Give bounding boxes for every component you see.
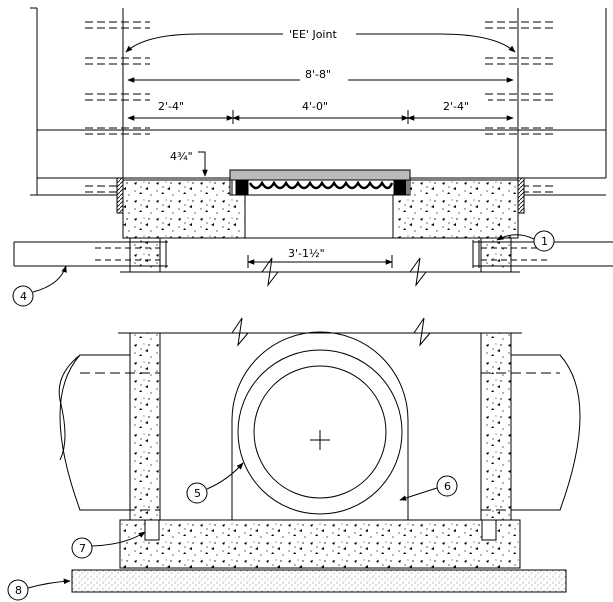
- opening-width-dim: 3'-1½": [288, 247, 325, 260]
- svg-text:1: 1: [541, 235, 548, 248]
- svg-text:6: 6: [444, 480, 451, 493]
- overall-width-dim: 8'-8": [305, 68, 331, 81]
- dimension-overall: 8'-8": [127, 68, 514, 84]
- dimension-string: 2'-4" 4'-0" 2'-4": [127, 98, 514, 124]
- ee-joint-label: 'EE' Joint: [289, 28, 337, 41]
- main-pipe-left: [58, 354, 160, 511]
- svg-text:4: 4: [20, 290, 27, 303]
- thickness-dim: 4¾": [170, 150, 193, 163]
- left-width-dim: 2'-4": [158, 100, 184, 113]
- callout-8: 8: [7, 578, 71, 601]
- middle-width-dim: 4'-0": [302, 100, 328, 113]
- lateral-pipe-left: [13, 240, 168, 268]
- bench-and-pipe: [231, 331, 409, 520]
- main-pipe-right: [481, 354, 581, 511]
- dimension-opening: 3'-1½": [247, 245, 393, 268]
- frame-and-grate: [229, 169, 411, 196]
- callout-7: 7: [71, 531, 146, 559]
- manhole-lower-walls: [118, 317, 522, 569]
- svg-text:8: 8: [15, 584, 22, 597]
- callout-5: 5: [186, 462, 244, 504]
- right-width-dim: 2'-4": [443, 100, 469, 113]
- svg-text:5: 5: [194, 487, 201, 500]
- callout-1: 1: [496, 230, 555, 252]
- callout-6: 6: [399, 475, 458, 501]
- svg-text:7: 7: [79, 542, 86, 555]
- gravel-bedding: [71, 569, 567, 593]
- callout-4: 4: [12, 265, 67, 307]
- ee-joint-callout: 'EE' Joint: [125, 28, 516, 53]
- roadway-slab: [30, 7, 607, 230]
